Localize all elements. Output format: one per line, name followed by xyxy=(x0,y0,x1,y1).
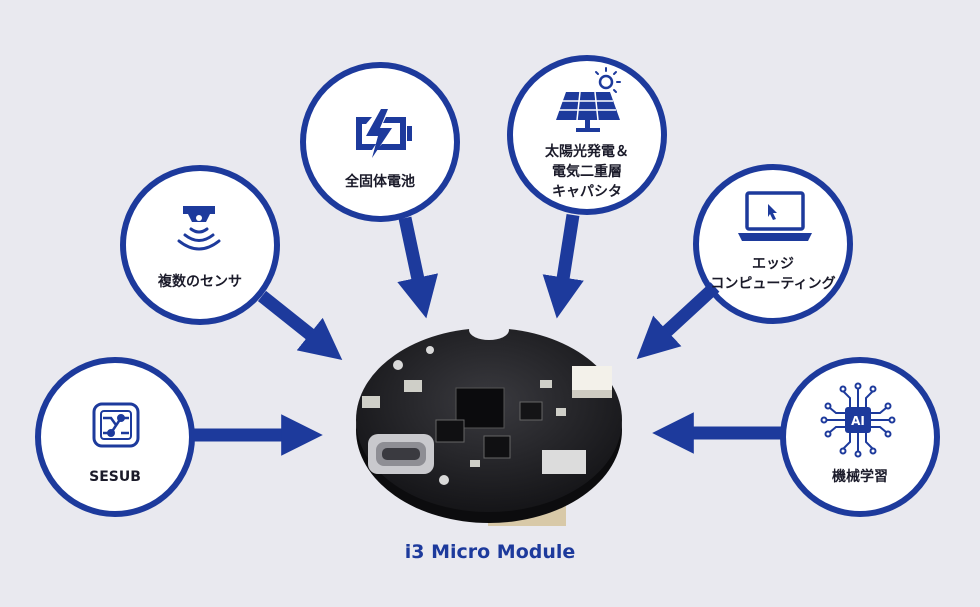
label-solar: 太陽光発電＆ 電気二重層 キャパシタ xyxy=(545,144,629,200)
node-edge xyxy=(693,164,853,324)
arrow-solar xyxy=(542,213,584,319)
label-battery: 全固体電池 xyxy=(345,174,415,190)
label-ml: 機械学習 xyxy=(832,469,888,485)
node-ml xyxy=(780,357,940,517)
node-sesub xyxy=(35,357,195,517)
pcb-module-image xyxy=(356,320,622,526)
node-solar xyxy=(507,55,667,215)
arrow-sensor xyxy=(257,290,343,360)
arrow-edge xyxy=(636,282,720,360)
arrow-battery xyxy=(397,216,439,319)
module-caption: i3 Micro Module xyxy=(404,541,576,563)
label-edge: エッジ コンピューティング xyxy=(710,256,836,292)
label-sensor: 複数のセンサ xyxy=(158,274,242,290)
node-sensor xyxy=(120,165,280,325)
node-battery xyxy=(300,62,460,222)
label-sesub: SESUB xyxy=(89,469,141,485)
